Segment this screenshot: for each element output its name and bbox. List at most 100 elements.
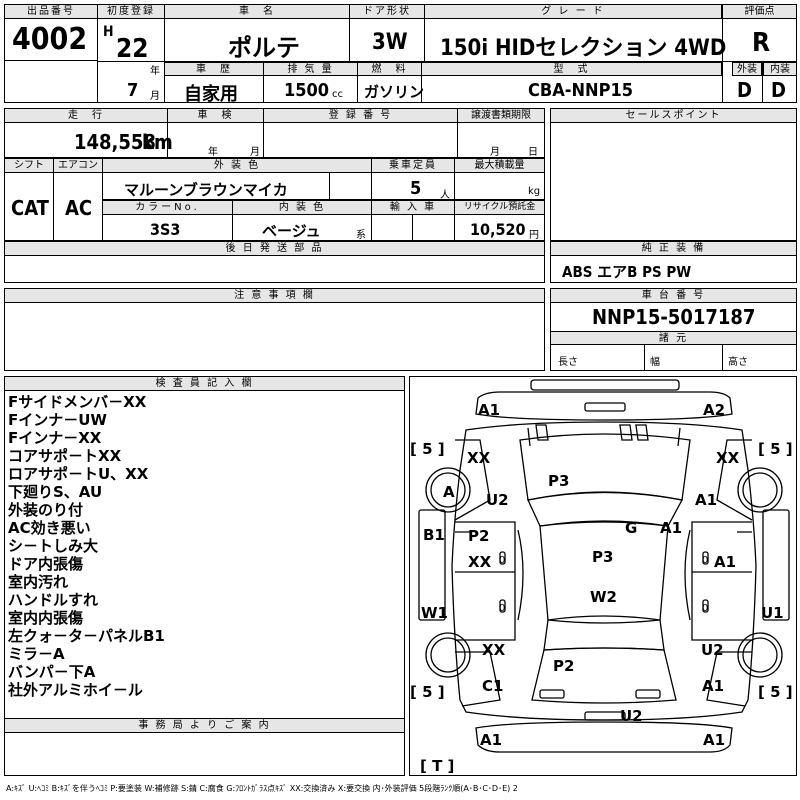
mark-xx-door-l: XX	[468, 553, 492, 571]
interior-label: 内装	[763, 62, 797, 76]
tire-mark-fr: [ 5 ]	[758, 440, 793, 458]
exterior-label: 外装	[732, 62, 762, 76]
inspector-note: 下廻りS、AU	[8, 483, 103, 501]
chassis-no: NNP15-5017187	[592, 305, 756, 329]
mileage-label: 走 行	[4, 108, 168, 123]
inspector-note: AC効き悪い	[8, 519, 91, 537]
ext-color: マルーンブラウンマイカ	[124, 181, 288, 199]
inspector-label: 検 査 員 記 入 欄	[4, 376, 405, 391]
inspector-note: 外装のり付	[8, 501, 84, 519]
mileage: 148,558	[74, 130, 156, 154]
mark-c1-quarter: C1	[482, 677, 503, 695]
mark-a1-rear-br: A1	[703, 731, 725, 749]
reg-no-label: 登 録 番 号	[263, 108, 458, 123]
score: R	[752, 28, 771, 58]
length-label: 長さ	[558, 357, 578, 368]
office-label: 事 務 局 よ り ご 案 内	[4, 718, 405, 733]
capacity-label: 乗車定員	[371, 158, 455, 173]
model: CBA-NNP15	[528, 80, 633, 101]
insp-year-unit: 年	[208, 147, 218, 158]
int-color-suffix: 系	[356, 230, 366, 241]
inspector-note: 室内内張傷	[8, 609, 84, 627]
fuel-label: 燃 料	[357, 62, 422, 76]
aircon: AC	[65, 196, 93, 220]
inspector-note: 室内汚れ	[8, 573, 69, 591]
aircon-label: エアコン	[53, 158, 103, 173]
inspector-note: ミラ－A	[8, 645, 65, 663]
recycle-unit: 円	[529, 230, 539, 241]
car-diagram: [ 5 ] [ 5 ] [ 5 ] [ 5 ] [ T ] A1 A2 XX X…	[410, 379, 793, 775]
lot-no: 4002	[12, 22, 88, 57]
sales-point-label: セールスポイント	[550, 108, 797, 123]
fuel: ガソリン	[364, 83, 425, 101]
score-label: 評価点	[722, 4, 797, 19]
history-label: 車 歴	[164, 62, 264, 76]
inspector-note: ロアサポ－トU、XX	[8, 465, 149, 483]
displacement: 1500	[284, 80, 330, 101]
mark-p3-hood: P3	[548, 472, 569, 490]
year-unit: 年	[150, 66, 160, 77]
load-unit: kg	[528, 186, 541, 197]
inspector-note: シ－トしみ大	[8, 537, 99, 555]
mark-zero-1: 0	[499, 555, 505, 566]
mark-u1-right: U1	[761, 604, 784, 622]
import-label: 輸 入 車	[371, 200, 455, 215]
color-no: 3S3	[150, 220, 181, 239]
tire-mark-rl: [ 5 ]	[410, 683, 445, 701]
displacement-unit: cc	[332, 89, 343, 100]
recycle-label: リサイクル預託金	[454, 200, 545, 215]
shift: CAT	[11, 196, 49, 220]
load-label: 最大積載量	[454, 158, 545, 173]
insp-month-unit: 月	[250, 147, 260, 158]
mark-p3-roof: P3	[592, 548, 613, 566]
legend: A:ｷｽﾞ U:ﾍｺﾐ B:ｷｽﾞを伴うﾍｺﾐ P:要塗装 W:補修跡 S:錆 …	[6, 784, 518, 793]
recycle: 10,520	[470, 220, 526, 239]
shift-label: シフト	[4, 158, 54, 173]
month-unit: 月	[150, 91, 160, 102]
mark-p2-door-l: P2	[468, 527, 489, 545]
chassis-label: 車 台 番 号	[550, 288, 797, 303]
grade: 150i HIDセレクション 4WD	[440, 36, 727, 61]
mark-w2-roof: W2	[590, 588, 617, 606]
dims-label: 諸 元	[550, 331, 797, 345]
mark-u2-rear-r: U2	[701, 641, 724, 659]
mark-a1-front-left: A1	[478, 401, 500, 419]
transfer-label: 譲渡書類期限	[457, 108, 545, 123]
inspector-note: コアサポ－トXX	[8, 447, 122, 465]
int-color: ベージュ	[262, 222, 321, 240]
mark-a1-fender-r: A1	[695, 491, 717, 509]
displacement-label: 排 気 量	[263, 62, 358, 76]
mark-a1-rear-bl: A1	[480, 731, 502, 749]
inspector-note: ハンドルすれ	[8, 591, 99, 609]
transfer-month-unit: 月	[490, 147, 500, 158]
inspector-note: バンパ－下A	[8, 663, 96, 681]
mark-b1-left: B1	[423, 526, 445, 544]
inspector-note: Fサイドメンバ－XX	[8, 393, 147, 411]
mark-a1-pillar-r: A1	[660, 519, 682, 537]
mark-u2-rear-bumper: U2	[620, 707, 643, 725]
width-label: 幅	[650, 357, 660, 368]
reg-month: 7	[127, 80, 139, 101]
mark-a-fl-tire: A	[443, 483, 455, 501]
mark-w1-left: W1	[421, 604, 448, 622]
transfer-day-unit: 日	[528, 147, 538, 158]
exterior-score: D	[737, 78, 752, 102]
inspector-panel	[4, 376, 405, 776]
reg-year: 22	[116, 34, 149, 64]
car-name-label: 車 名	[164, 4, 350, 19]
first-reg-label: 初度登録	[97, 4, 165, 19]
mark-zero-4: 0	[702, 603, 708, 614]
notes-label: 注 意 事 項 欄	[4, 288, 545, 303]
mark-zero-3: 0	[702, 555, 708, 566]
mileage-unit: km	[142, 130, 173, 154]
mark-xx-fl: XX	[467, 449, 491, 467]
mark-a1-rear-r: A1	[702, 677, 724, 695]
tire-mark-rr: [ 5 ]	[758, 683, 793, 701]
equipment: ABS エアB PS PW	[562, 263, 692, 281]
mark-zero-2: 0	[499, 603, 505, 614]
door-label: ドア形状	[349, 4, 425, 19]
inspector-note: 左クォ－タ－パネルB1	[8, 627, 165, 645]
damage-diagram-panel	[409, 376, 797, 776]
inspector-note: ドア内張傷	[8, 555, 84, 573]
history: 自家用	[184, 84, 238, 105]
